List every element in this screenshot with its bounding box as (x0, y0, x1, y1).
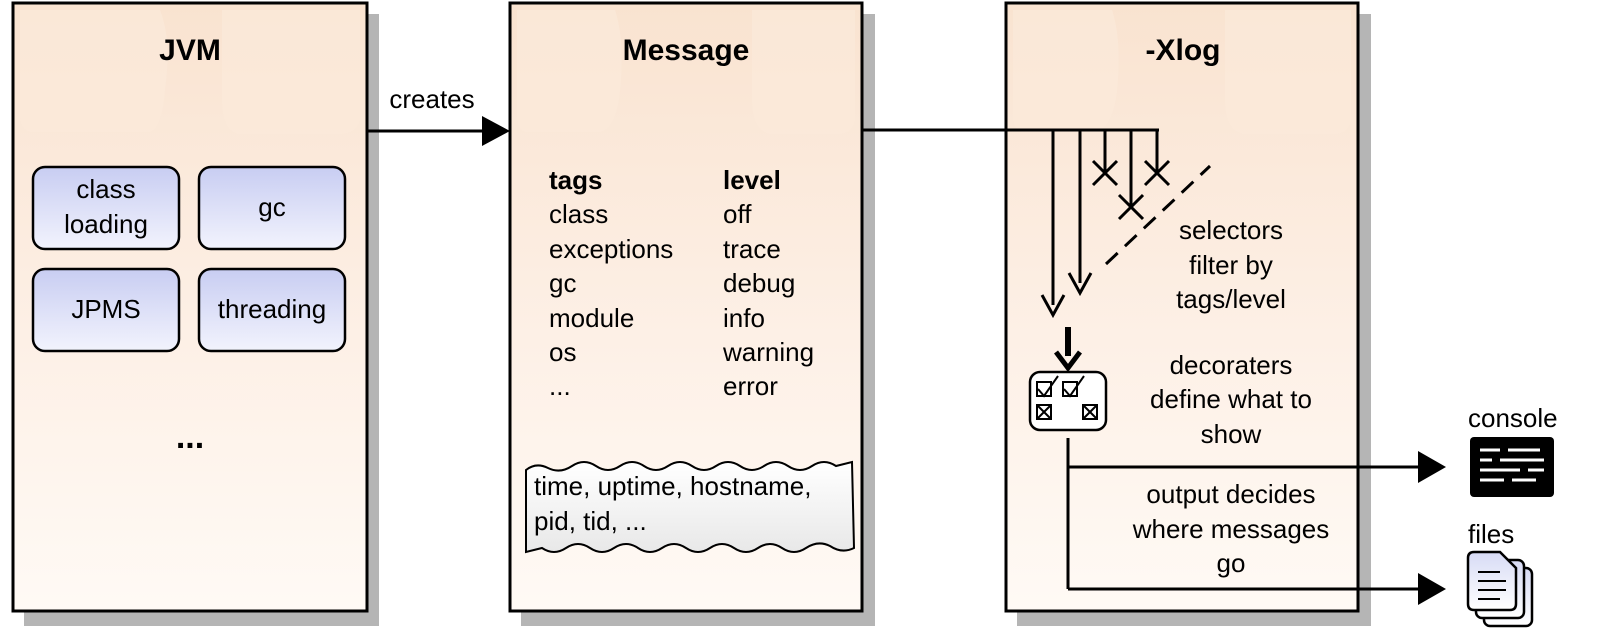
tag-item: class (549, 199, 608, 229)
creates-label: creates (389, 84, 474, 114)
module-label: threading (218, 294, 326, 324)
xlog-panel: -Xlog (1004, 1, 1371, 626)
decorations-box: time, uptime, hostname, pid, tid, ... (525, 460, 856, 554)
decorator-box (1028, 370, 1108, 432)
tag-item: exceptions (549, 234, 673, 264)
module-label: gc (258, 192, 285, 222)
level-column: level off trace debug info warning error (722, 165, 814, 401)
tag-item: gc (549, 268, 576, 298)
console-output: console (1468, 403, 1558, 497)
decorations-line: time, uptime, hostname, (534, 471, 811, 501)
tags-header: tags (549, 165, 602, 195)
reject-x-icon (1143, 159, 1171, 187)
decorations-cloud (525, 460, 856, 554)
module-class-loading: class loading (31, 165, 181, 251)
tag-item: ... (549, 371, 571, 401)
selectors-text: selectors (1179, 215, 1283, 245)
decorators-text: define what to (1150, 384, 1312, 414)
jvm-panel: JVM class loading gc JPMS threading ... (11, 1, 379, 626)
console-label: console (1468, 403, 1558, 433)
level-item: debug (723, 268, 795, 298)
checkbox-crossed-icon (1036, 404, 1052, 420)
level-item: info (723, 303, 765, 333)
checkbox-checked-icon (1062, 375, 1085, 398)
message-panel: Message tags class exceptions gc module … (508, 1, 875, 626)
tag-item: os (549, 337, 576, 367)
module-jpms: JPMS (31, 267, 181, 353)
checkbox-crossed-icon (1082, 404, 1098, 420)
decorators-text: decoraters (1170, 350, 1293, 380)
tags-column: tags class exceptions gc module os ... (549, 165, 673, 401)
output-graphic (1066, 438, 1446, 605)
module-gc: gc (197, 165, 347, 251)
reject-x-icon (1117, 193, 1145, 221)
module-label: class (76, 174, 135, 204)
module-label: loading (64, 209, 148, 239)
reject-x-icon (1091, 159, 1119, 187)
level-header: level (723, 165, 781, 195)
level-item: warning (722, 337, 814, 367)
files-output: files (1466, 519, 1534, 628)
selectors-text: filter by (1189, 250, 1273, 280)
files-icon (1466, 550, 1534, 628)
module-threading: threading (197, 267, 347, 353)
message-title: Message (623, 34, 750, 67)
level-item: trace (723, 234, 781, 264)
xlog-title: -Xlog (1146, 34, 1221, 67)
tag-item: module (549, 303, 634, 333)
output-text: output decides (1146, 479, 1315, 509)
output-text: go (1217, 548, 1246, 578)
selectors-graphic (862, 128, 1212, 319)
module-label: JPMS (71, 294, 140, 324)
jvm-title: JVM (159, 34, 221, 67)
selectors-text: tags/level (1176, 284, 1286, 314)
level-item: off (723, 199, 752, 229)
output-text: where messages (1132, 514, 1330, 544)
decorators-text: show (1201, 419, 1262, 449)
checkbox-checked-icon (1036, 375, 1059, 398)
decorations-line: pid, tid, ... (534, 506, 647, 536)
console-icon (1470, 437, 1554, 497)
jvm-more-modules: ... (176, 418, 204, 456)
files-label: files (1468, 519, 1514, 549)
decorators-graphic (1028, 327, 1108, 432)
selector-filter-line (1104, 164, 1212, 266)
level-item: error (723, 371, 778, 401)
creates-arrow: creates (367, 84, 510, 146)
